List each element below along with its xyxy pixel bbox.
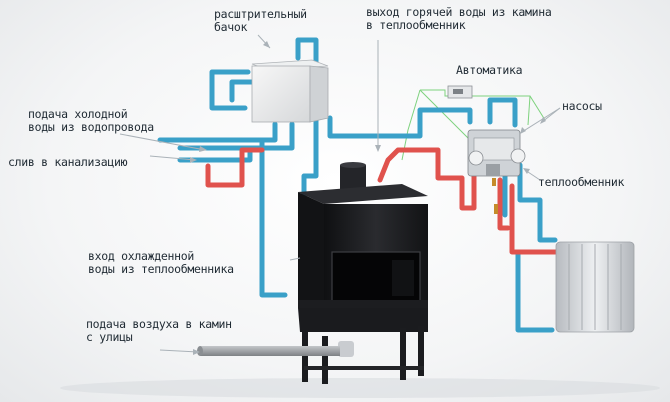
- fireplace: [298, 162, 428, 384]
- expansion-tank-label-line-1: расштрительный: [214, 7, 307, 21]
- hot-water-pipes: [205, 147, 563, 255]
- air-supply-label-line-1: подача воздуха в камин: [86, 317, 232, 331]
- hot-water-out-label-line-1: выход горячей воды из камина: [366, 5, 552, 19]
- heat-exchanger-label-text: теплообменник: [538, 175, 625, 189]
- hot-water-out-label-line-2: в теплообменник: [366, 18, 466, 32]
- expansion-tank-label: расштрительный бачок: [214, 8, 307, 34]
- automation-controller: [447, 85, 473, 99]
- heat-exchanger-label: теплообменник: [538, 176, 624, 189]
- air-supply-label: подача воздуха в камин с улицы: [86, 318, 232, 344]
- radiator: [555, 241, 635, 333]
- cooled-water-in-label: вход охлажденной воды из теплообменника: [88, 250, 234, 276]
- expansion-tank: [251, 59, 329, 123]
- pump-group: [467, 129, 526, 214]
- hot-water-out-label: выход горячей воды из камина в теплообме…: [366, 5, 552, 32]
- cold-water-in-label: подача холодной воды из водопровода: [28, 108, 154, 134]
- cold-water-in-label-line-1: подача холодной: [28, 107, 128, 121]
- pumps-label: насосы: [562, 100, 602, 113]
- cold-water-pipes: [157, 37, 558, 333]
- expansion-tank-label-line-2: бачок: [214, 20, 248, 34]
- cold-water-in-label-line-2: воды из водопровода: [28, 120, 154, 134]
- pumps-label-text: насосы: [562, 99, 602, 113]
- drain-label: слив в канализацию: [8, 155, 128, 169]
- leader-lines: [119, 34, 561, 353]
- automation-label: Автоматика: [456, 63, 523, 77]
- drain-label-text: слив в канализацию: [8, 155, 128, 169]
- cooled-water-in-label-line-2: воды из теплообменника: [88, 262, 234, 276]
- automation-label-text: Автоматика: [456, 63, 523, 77]
- leader-arrowheads: [190, 41, 546, 355]
- air-supply-label-line-2: с улицы: [86, 330, 133, 344]
- air-supply-pipe: [197, 346, 340, 356]
- floor-shadow: [60, 378, 660, 398]
- cooled-water-in-label-line-1: вход охлажденной: [88, 249, 194, 263]
